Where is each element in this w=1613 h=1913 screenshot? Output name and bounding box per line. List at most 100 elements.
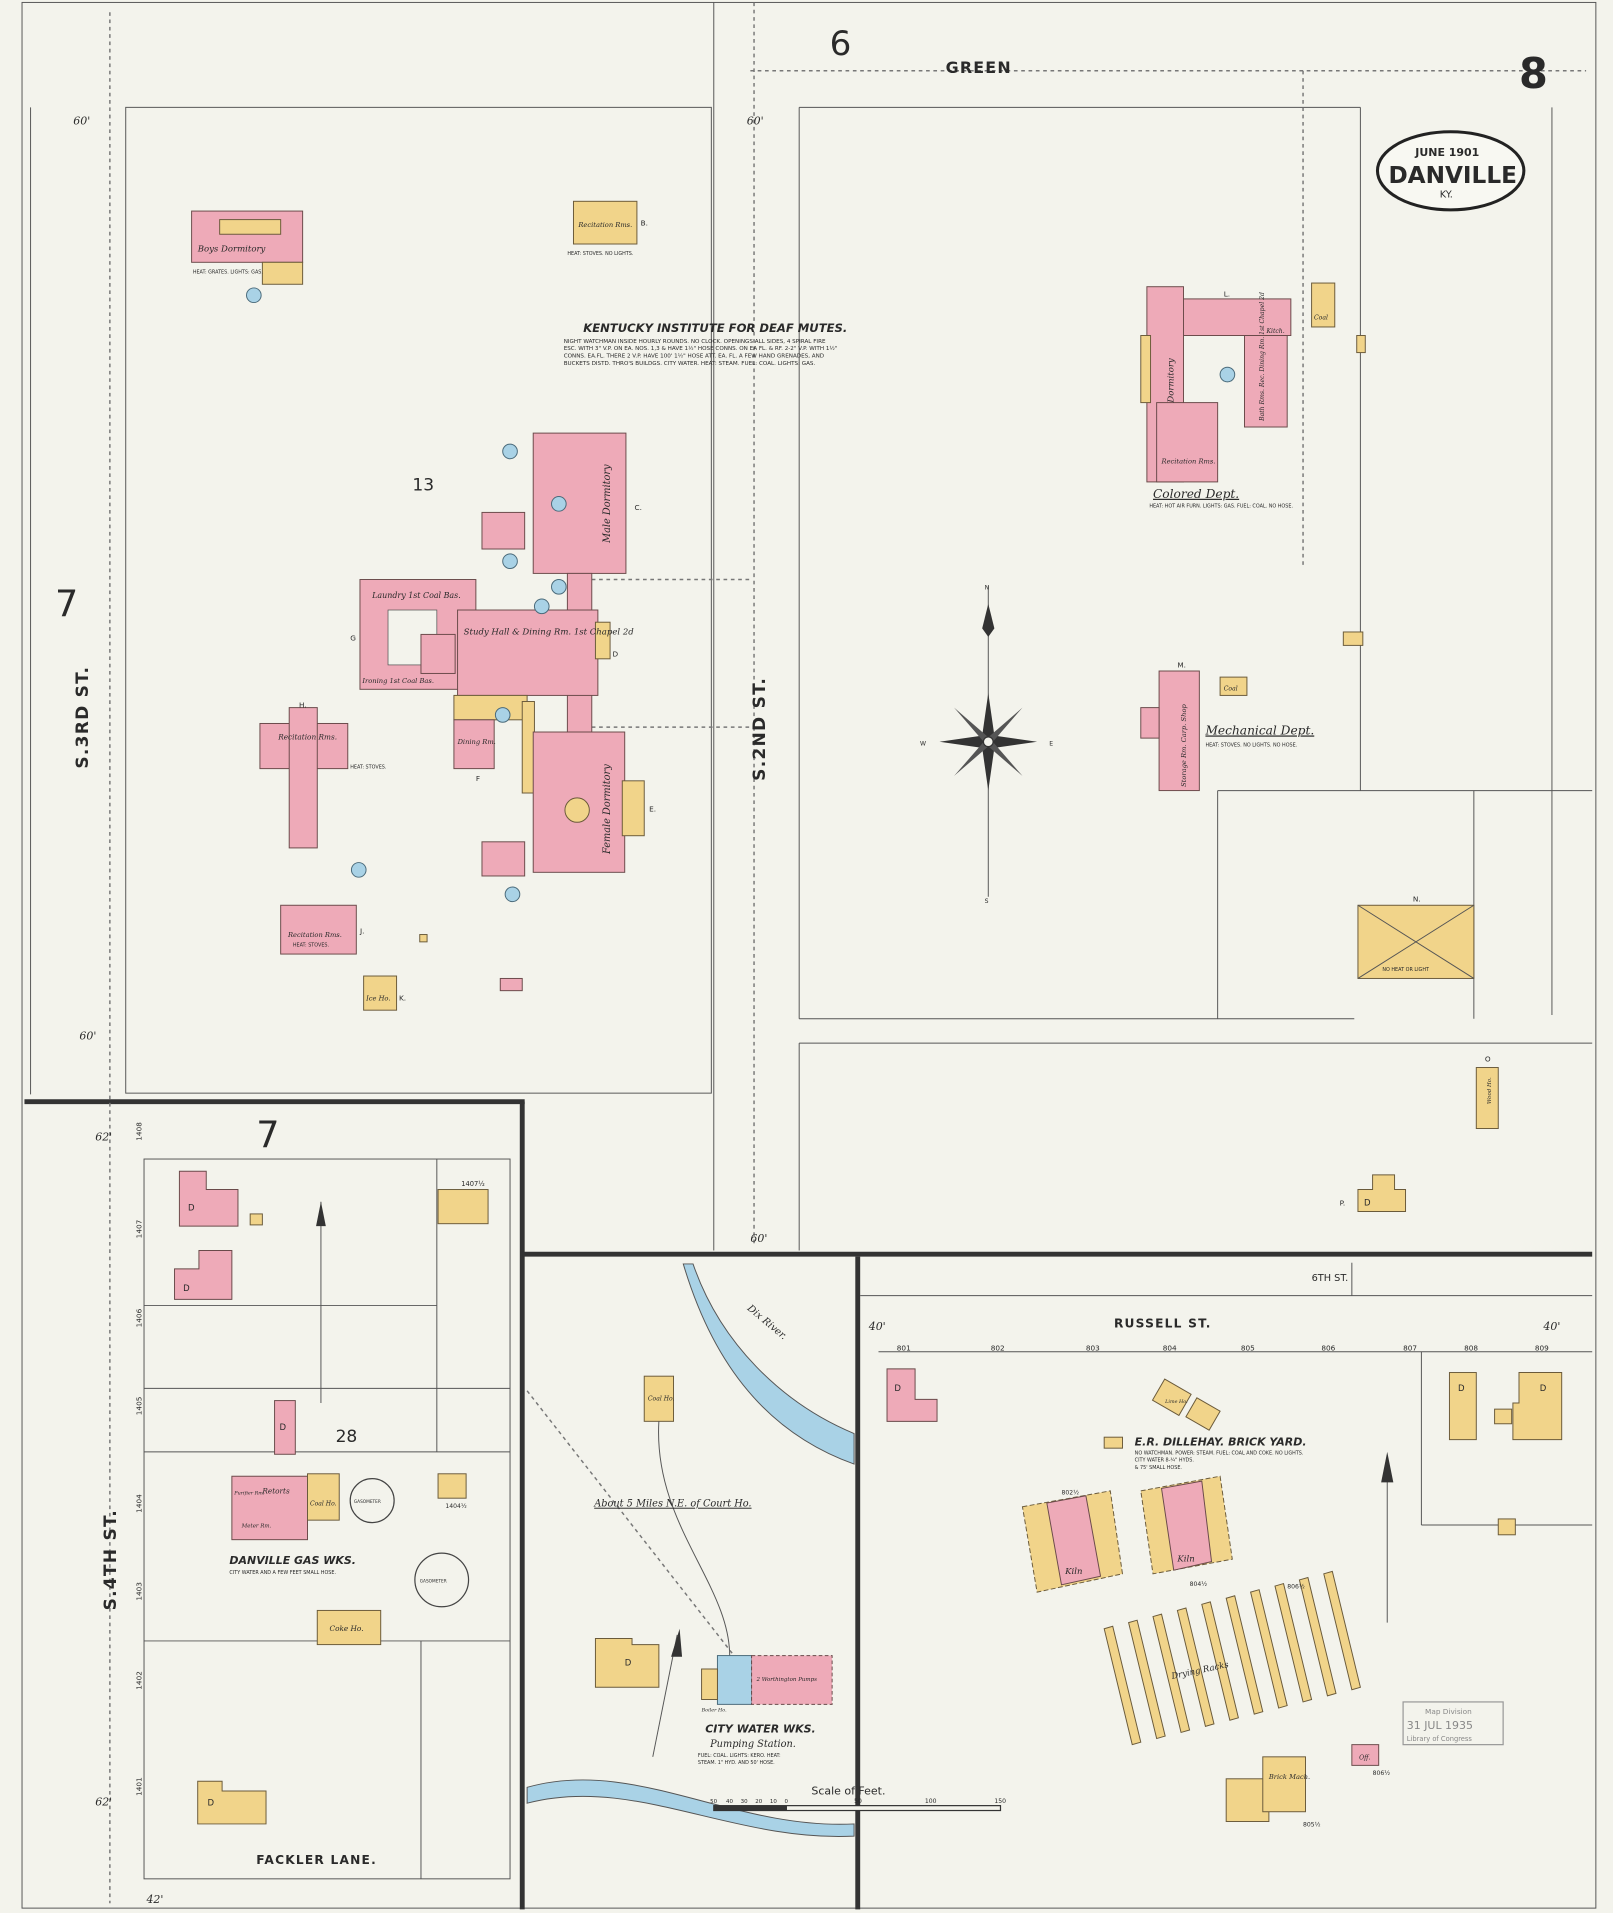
svg-text:31 JUL 1935: 31 JUL 1935: [1407, 1719, 1473, 1732]
street-s-2nd: S.2ND ST.: [750, 677, 770, 781]
svg-text:Retorts: Retorts: [261, 1486, 290, 1495]
city-name: DANVILLE: [1388, 162, 1516, 189]
building-boys-dormitory: Boys Dormitory HEAT: GRATES. LIGHTS: GAS…: [191, 210, 304, 304]
sheet-border: [21, 1, 1597, 1909]
brick-yard-name: E.R. DILLEHAY. BRICK YARD.: [1135, 1436, 1307, 1449]
svg-text:J.: J.: [359, 926, 364, 935]
svg-text:1407: 1407: [135, 1219, 144, 1238]
svg-text:C.: C.: [634, 503, 641, 512]
svg-text:CITY WATER 8-¾" HYDS.: CITY WATER 8-¾" HYDS.: [1135, 1458, 1195, 1464]
svg-text:Female Dormitory: Female Dormitory: [602, 764, 613, 855]
svg-text:Ironing 1st Coal Bas.: Ironing 1st Coal Bas.: [361, 677, 434, 685]
state-name: KY.: [1440, 190, 1453, 201]
svg-text:K.: K.: [399, 993, 406, 1002]
svg-text:B.: B.: [641, 219, 648, 228]
svg-text:HEAT: STOVES. NO LIGHTS. NO HO: HEAT: STOVES. NO LIGHTS. NO HOSE.: [1205, 743, 1297, 749]
svg-text:100: 100: [925, 1798, 937, 1805]
svg-text:Boys Dormitory: Boys Dormitory: [197, 244, 266, 254]
svg-text:O: O: [1485, 1054, 1491, 1063]
compass-rose: N S E W: [920, 584, 1053, 905]
svg-text:HEAT: STOVES.: HEAT: STOVES.: [293, 943, 330, 949]
svg-text:P.: P.: [1340, 1198, 1346, 1207]
width-label: 60': [747, 114, 764, 127]
svg-text:NO HEAT OR LIGHT: NO HEAT OR LIGHT: [1382, 967, 1429, 973]
location-note: About 5 Miles N.E. of Court Ho.: [593, 1499, 751, 1510]
svg-text:Meter Rm.: Meter Rm.: [241, 1523, 272, 1529]
title-cartouche: JUNE 1901 DANVILLE KY.: [1375, 130, 1526, 212]
svg-text:STEAM. 1" HYD. AND 50' HOSE.: STEAM. 1" HYD. AND 50' HOSE.: [698, 1760, 775, 1766]
building-p: D P.: [1340, 1174, 1407, 1212]
street-russell: RUSSELL ST.: [1114, 1316, 1212, 1330]
colored-dept-label: Colored Dept.: [1153, 487, 1239, 501]
dwellings-block-7: D D 1407½ D D: [174, 1170, 489, 1825]
width-label: 62': [95, 1796, 112, 1809]
svg-text:Boiler Ho.: Boiler Ho.: [701, 1708, 728, 1714]
svg-text:NO WATCHMAN. POWER: STEAM. FUE: NO WATCHMAN. POWER: STEAM. FUEL: COAL AN…: [1135, 1450, 1304, 1456]
svg-text:Recitation Rms.: Recitation Rms.: [1161, 458, 1216, 466]
svg-text:150: 150: [994, 1798, 1006, 1805]
block-number-left: 7: [55, 582, 78, 625]
svg-text:Ice Ho.: Ice Ho.: [365, 994, 390, 1002]
svg-text:802½: 802½: [1061, 1489, 1079, 1497]
svg-text:HEAT: STOVES.: HEAT: STOVES.: [350, 765, 387, 771]
svg-text:50: 50: [710, 1799, 717, 1805]
svg-text:807: 807: [1403, 1344, 1417, 1353]
water-works-name: CITY WATER WKS.: [705, 1722, 815, 1735]
sheet-number: 8: [1519, 49, 1548, 98]
svg-text:1402: 1402: [135, 1671, 144, 1690]
svg-text:Study Hall & Dining Rm. 1st Ch: Study Hall & Dining Rm. 1st Chapel 2d: [464, 627, 635, 637]
street-s-3rd: S.3RD ST.: [73, 666, 93, 769]
svg-text:Lime Ho.: Lime Ho.: [1164, 1399, 1188, 1405]
svg-text:Male Dormitory: Male Dormitory: [602, 464, 613, 544]
svg-text:D: D: [1364, 1198, 1371, 1208]
svg-text:40: 40: [726, 1799, 733, 1805]
svg-text:Brick Mach.: Brick Mach.: [1268, 1773, 1310, 1781]
scale-bar: Scale of Feet. 50 40 30 20 10 0 50 100 1…: [710, 1785, 1006, 1812]
svg-text:CITY WATER AND A FEW FEET SMAL: CITY WATER AND A FEW FEET SMALL HOSE.: [229, 1570, 336, 1576]
svg-text:Coal Ho.: Coal Ho.: [310, 1501, 337, 1508]
svg-text:1407½: 1407½: [461, 1180, 485, 1188]
block-number-13: 13: [412, 475, 434, 495]
width-label: 42': [145, 1893, 163, 1906]
institute-header: KENTUCKY INSTITUTE FOR DEAF MUTES. NIGHT…: [564, 321, 848, 367]
width-label: 60': [750, 1232, 767, 1245]
svg-text:Laundry 1st Coal Bas.: Laundry 1st Coal Bas.: [371, 591, 461, 600]
svg-text:1404½: 1404½: [445, 1502, 467, 1510]
svg-text:D: D: [625, 1658, 632, 1668]
svg-text:GASOMETER: GASOMETER: [420, 1578, 447, 1584]
svg-text:Off.: Off.: [1359, 1754, 1370, 1761]
svg-text:Dining Rm.: Dining Rm.: [457, 738, 496, 746]
svg-text:Bath Rms. Rec. Dining Rm. 1st: Bath Rms. Rec. Dining Rm. 1st Chapel 2d: [1259, 292, 1266, 422]
svg-text:D: D: [1540, 1384, 1547, 1394]
institute-note: ESC. WITH 3" V.P. ON EA. NOS. 1,3 & HAVE…: [564, 345, 838, 352]
institute-note: CONNS. EA.FL. THERE 2 V.P. HAVE 100' 1½"…: [564, 352, 824, 359]
building-recitation-b: Recitation Rms. B. HEAT: STOVES. NO LIGH…: [567, 200, 648, 257]
svg-text:Pumping Station.: Pumping Station.: [709, 1739, 796, 1750]
svg-text:802: 802: [991, 1344, 1005, 1353]
svg-text:805: 805: [1241, 1344, 1255, 1353]
svg-text:N: N: [985, 584, 990, 591]
brick-yard: 801 802 803 804 805 806 807 808 809 D D …: [886, 1344, 1563, 1828]
svg-text:1404: 1404: [135, 1494, 144, 1513]
block-lines: [24, 2, 1593, 1910]
block-number-28: 28: [336, 1427, 358, 1447]
svg-text:806½: 806½: [1287, 1582, 1305, 1590]
svg-text:Coal: Coal: [1224, 686, 1238, 693]
svg-text:D: D: [1458, 1384, 1465, 1394]
building-recitation-h: Recitation Rms. H. HEAT: STOVES.: [259, 701, 387, 849]
library-of-congress-stamp: Map Division 31 JUL 1935 Library of Cong…: [1402, 1701, 1504, 1746]
svg-text:Coal Ho.: Coal Ho.: [648, 1396, 675, 1403]
address-column-left: 1408 1407 1406 1405 1404 1403 1402 1401: [135, 1122, 144, 1796]
svg-text:D: D: [613, 649, 619, 658]
building-mechanical-dept: Storage Rm. Carp. Shop M. Coal Mechanica…: [1140, 631, 1364, 792]
svg-text:805½: 805½: [1303, 1820, 1321, 1828]
svg-text:Wood Ho.: Wood Ho.: [1487, 1077, 1493, 1104]
svg-text:1406: 1406: [135, 1308, 144, 1327]
svg-text:Kiln: Kiln: [1176, 1555, 1194, 1565]
svg-text:M.: M.: [1177, 660, 1186, 669]
svg-text:Coal: Coal: [1314, 315, 1328, 322]
svg-text:E: E: [1049, 740, 1053, 747]
svg-text:2 Worthington Pumps: 2 Worthington Pumps: [755, 1677, 817, 1683]
building-colored-dept: Dormitory Bath Rms. Rec. Dining Rm. 1st …: [1140, 282, 1366, 510]
